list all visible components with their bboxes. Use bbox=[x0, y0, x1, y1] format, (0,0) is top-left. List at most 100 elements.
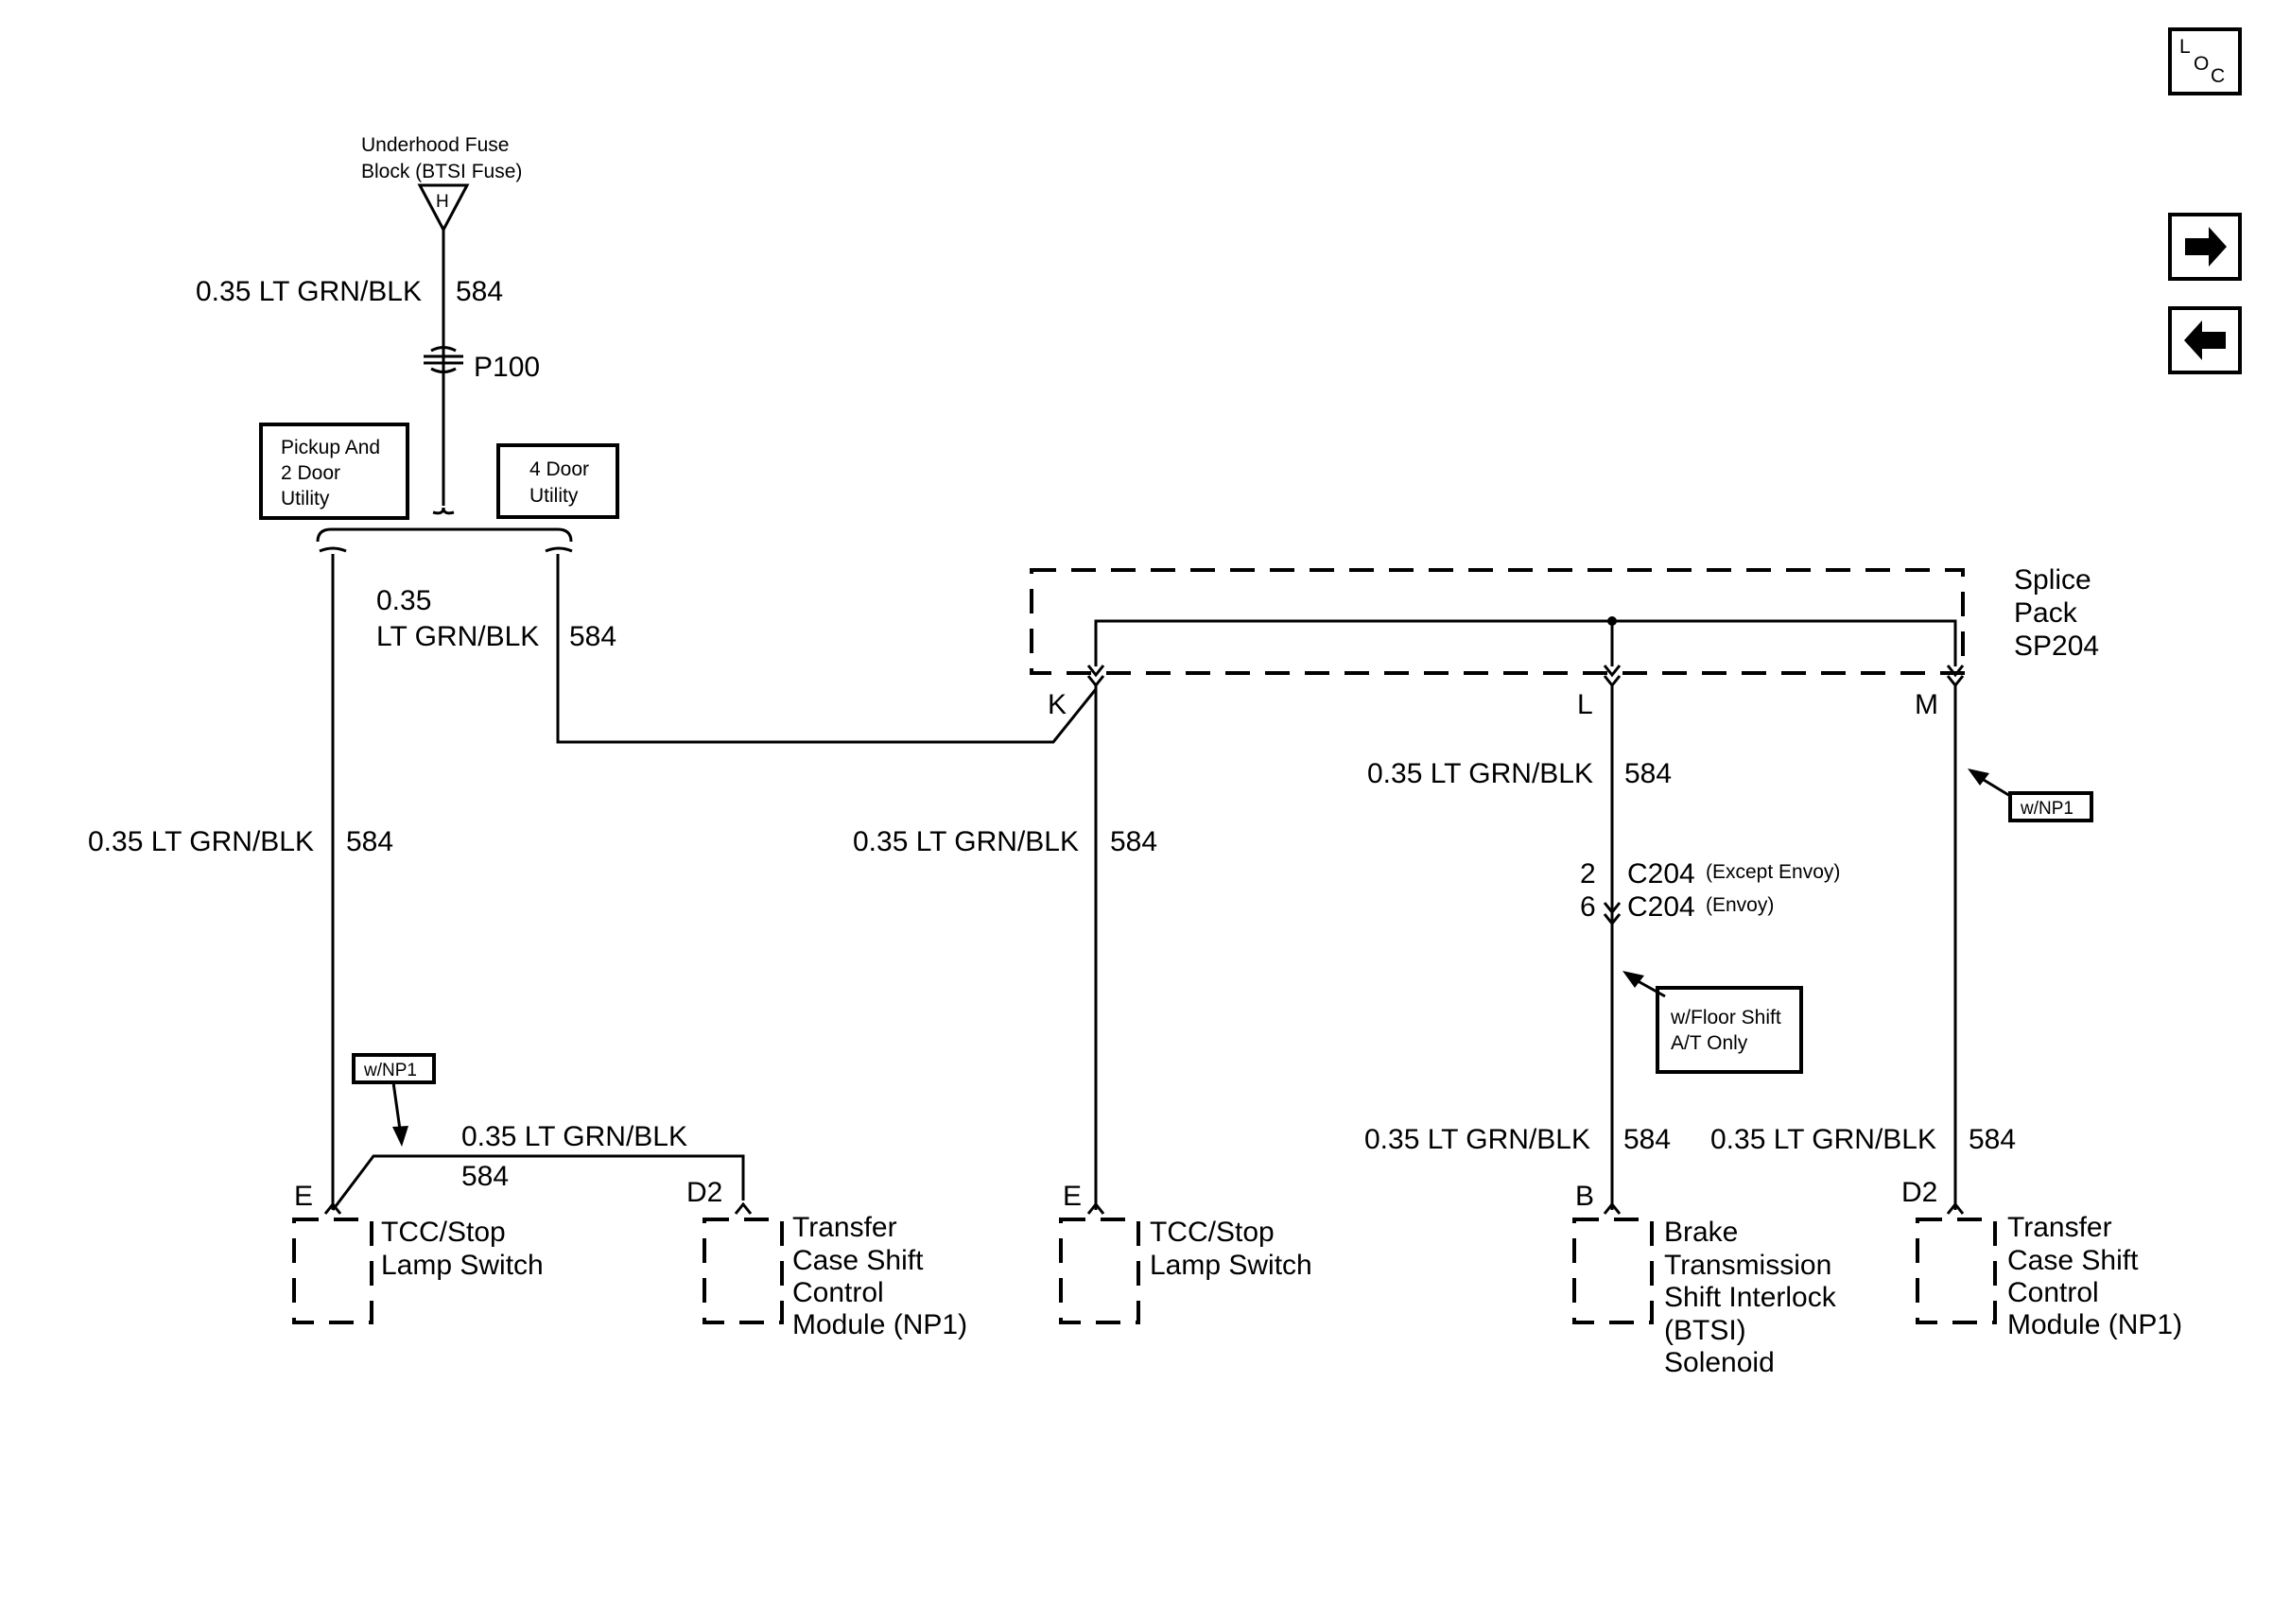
left-np1-option-box bbox=[352, 1053, 436, 1084]
k-drop-circuit: 584 bbox=[1110, 826, 1157, 857]
tcc-mid-outline bbox=[1059, 1218, 1140, 1324]
location-icon bbox=[2168, 27, 2242, 95]
splice-terminal-m: M bbox=[1915, 689, 1938, 720]
l-drop-upper-spec: 0.35 LT GRN/BLK bbox=[1367, 758, 1593, 789]
left-np1-arrow-head bbox=[392, 1126, 408, 1147]
fuse-label-line2: Block (BTSI Fuse) bbox=[361, 161, 522, 182]
component-tcc-left: E TCC/Stop Lamp Switch bbox=[292, 1181, 544, 1324]
tcc-mid-line2: Lamp Switch bbox=[1150, 1250, 1312, 1281]
left-lower-branch-circuit: 584 bbox=[461, 1161, 509, 1192]
c204-name-top: C204 bbox=[1627, 858, 1695, 890]
left-lower-branch-wire bbox=[331, 1154, 745, 1211]
four-door-option-box bbox=[496, 443, 619, 519]
splice-pack-line3: SP204 bbox=[2014, 631, 2099, 662]
four-door-branch-wire bbox=[556, 554, 1098, 744]
c204-note-except-envoy: (Except Envoy) bbox=[1706, 861, 1840, 883]
fuse-label-line1: Underhood Fuse bbox=[361, 134, 509, 156]
four-door-option-line1: 4 Door bbox=[529, 458, 589, 480]
transfer-left-line3: Control bbox=[792, 1277, 884, 1308]
location-button[interactable]: L O C bbox=[2168, 27, 2242, 95]
component-btsi: B Brake Transmission Shift Interlock (BT… bbox=[1572, 1181, 1837, 1378]
transfer-right-line4: Module (NP1) bbox=[2007, 1309, 2182, 1340]
tcc-left-line2: Lamp Switch bbox=[381, 1250, 544, 1281]
four-door-option-line2: Utility bbox=[529, 485, 579, 507]
next-page-button[interactable] bbox=[2168, 213, 2242, 281]
btsi-line3: Shift Interlock bbox=[1664, 1282, 1837, 1313]
btsi-outline bbox=[1572, 1218, 1654, 1324]
transfer-right-outline bbox=[1916, 1218, 1997, 1324]
transfer-left-line1: Transfer bbox=[792, 1212, 897, 1243]
c204-pin-envoy: 6 bbox=[1580, 891, 1596, 923]
m-np1-arrow-line bbox=[1978, 775, 2011, 798]
left-np1-arrow-line bbox=[391, 1081, 402, 1131]
k-drop-spec: 0.35 LT GRN/BLK bbox=[853, 826, 1079, 857]
btsi-line2: Transmission bbox=[1664, 1250, 1831, 1281]
component-pin-marks bbox=[323, 1201, 1965, 1215]
btsi-line5: Solenoid bbox=[1664, 1347, 1775, 1378]
left-np1-label: w/NP1 bbox=[363, 1061, 417, 1080]
transfer-right-line2: Case Shift bbox=[2007, 1245, 2139, 1276]
splice-node bbox=[1607, 616, 1617, 626]
pickup-option-line1: Pickup And bbox=[281, 437, 380, 458]
splice-terminal-marks bbox=[1086, 665, 1965, 688]
splice-terminal-l: L bbox=[1577, 689, 1593, 720]
transfer-left-pin: D2 bbox=[686, 1177, 722, 1208]
splice-terminal-k: K bbox=[1048, 689, 1067, 720]
c204-connector: 2 6 C204 C204 (Except Envoy) (Envoy) bbox=[1580, 858, 1840, 926]
previous-page-button[interactable] bbox=[2168, 306, 2242, 374]
tcc-left-line1: TCC/Stop bbox=[381, 1217, 506, 1248]
component-transfer-left: D2 Transfer Case Shift Control Module (N… bbox=[686, 1177, 967, 1340]
option-branch-bracket bbox=[316, 507, 573, 553]
tcc-mid-pin: E bbox=[1063, 1181, 1082, 1212]
transfer-left-outline bbox=[703, 1218, 784, 1324]
c204-pin-except-envoy: 2 bbox=[1580, 858, 1596, 890]
fuse-terminal-letter: H bbox=[436, 192, 449, 212]
transfer-left-line4: Module (NP1) bbox=[792, 1309, 967, 1340]
four-door-branch-color: LT GRN/BLK bbox=[376, 621, 539, 652]
location-letter-o: O bbox=[2194, 53, 2209, 75]
tcc-left-outline bbox=[292, 1218, 373, 1324]
l-drop-upper-circuit: 584 bbox=[1624, 758, 1672, 789]
tcc-left-pin: E bbox=[294, 1181, 313, 1212]
splice-pack-line1: Splice bbox=[2014, 564, 2091, 596]
transfer-left-line2: Case Shift bbox=[792, 1245, 924, 1276]
component-transfer-right: D2 Transfer Case Shift Control Module (N… bbox=[1901, 1177, 2182, 1340]
four-door-branch-gauge: 0.35 bbox=[376, 585, 431, 616]
location-letter-l: L bbox=[2179, 36, 2191, 58]
arrow-right-icon bbox=[2185, 227, 2227, 267]
pickup-option-box bbox=[259, 423, 409, 520]
transfer-right-line1: Transfer bbox=[2007, 1212, 2112, 1243]
four-door-branch-circuit: 584 bbox=[569, 621, 616, 652]
m-np1-option-box bbox=[2008, 791, 2093, 822]
location-letter-c: C bbox=[2211, 65, 2225, 87]
feed-wire-circuit: 584 bbox=[456, 276, 503, 307]
m-np1-arrow-head bbox=[1968, 769, 1989, 786]
p100-connector: P100 bbox=[424, 346, 540, 383]
floor-shift-line1: w/Floor Shift bbox=[1670, 1007, 1781, 1028]
floor-shift-line2: A/T Only bbox=[1671, 1032, 1748, 1054]
l-drop-lower-spec: 0.35 LT GRN/BLK bbox=[1364, 1124, 1590, 1155]
arrow-left-icon bbox=[2184, 320, 2226, 360]
m-np1-label: w/NP1 bbox=[2020, 799, 2073, 819]
btsi-pin: B bbox=[1575, 1181, 1594, 1212]
transfer-right-line3: Control bbox=[2007, 1277, 2099, 1308]
floor-shift-option-box bbox=[1656, 986, 1803, 1074]
splice-pack-line2: Pack bbox=[2014, 597, 2078, 629]
fuse-terminal-symbol bbox=[417, 183, 470, 233]
splice-bus bbox=[1094, 619, 1957, 666]
c204-name-bottom: C204 bbox=[1627, 891, 1695, 923]
left-lower-branch-spec: 0.35 LT GRN/BLK bbox=[461, 1121, 687, 1152]
btsi-line4: (BTSI) bbox=[1664, 1315, 1746, 1346]
floor-shift-arrow-head bbox=[1622, 971, 1644, 988]
l-drop-lower-circuit: 584 bbox=[1623, 1124, 1671, 1155]
left-branch-circuit: 584 bbox=[346, 826, 393, 857]
m-drop-spec: 0.35 LT GRN/BLK bbox=[1710, 1124, 1936, 1155]
btsi-line1: Brake bbox=[1664, 1217, 1738, 1248]
m-drop-circuit: 584 bbox=[1969, 1124, 2016, 1155]
tcc-mid-line1: TCC/Stop bbox=[1150, 1217, 1275, 1248]
fuse-block: Underhood Fuse Block (BTSI Fuse) H bbox=[361, 134, 522, 233]
feed-wire-spec: 0.35 LT GRN/BLK bbox=[196, 276, 422, 307]
pickup-option-line3: Utility bbox=[281, 488, 330, 510]
